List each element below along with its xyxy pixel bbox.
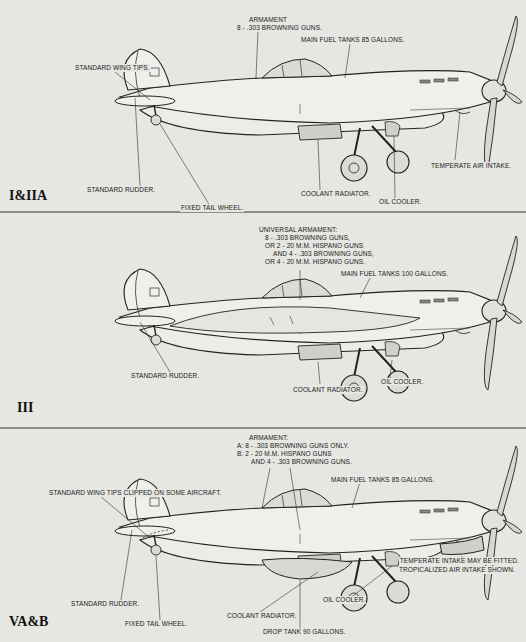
part-label: STANDARD WING TIPS CLIPPED ON SOME AIRCR…: [48, 489, 222, 497]
part-label: DROP TANK 90 GALLONS.: [262, 628, 347, 636]
part-label: TEMPERATE AIR INTAKE.: [430, 162, 512, 170]
part-label: STANDARD RUDDER.: [130, 372, 200, 380]
variant-title: I&IIA: [8, 188, 48, 204]
panel-divider: [0, 212, 526, 213]
part-label: MAIN FUEL TANKS 100 GALLONS.: [340, 270, 449, 278]
part-label: AND 4 - .303 BROWNING GUNS.: [250, 458, 353, 466]
part-label: OIL COOLER.: [322, 596, 366, 604]
part-label: OR 2 - 20 M.M. HISPANO GUNS: [264, 242, 364, 250]
panel-divider: [0, 428, 526, 429]
part-label: FIXED TAIL WHEEL.: [180, 204, 244, 212]
part-label: AND 4 - .303 BROWNING GUNS,: [272, 250, 375, 258]
part-label: ARMAMENT: [248, 16, 288, 24]
spitfire-va-b: [115, 446, 522, 611]
spitfire-iii: [115, 236, 522, 401]
part-label: TEMPERATE INTAKE MAY BE FITTED.: [399, 557, 520, 565]
part-label: MAIN FUEL TANKS 85 GALLONS.: [300, 36, 405, 44]
part-label: OIL COOLER.: [380, 378, 424, 386]
part-label: A: 8 - .303 BROWNING GUNS ONLY.: [236, 442, 350, 450]
variant-title: VA&B: [8, 614, 49, 630]
leader-lines: [100, 30, 462, 628]
part-label: OIL COOLER.: [378, 198, 422, 206]
part-label: ARMAMENT:: [248, 434, 289, 442]
part-label: COOLANT RADIATOR.: [226, 612, 298, 620]
part-label: STANDARD RUDDER.: [86, 186, 156, 194]
part-label: COOLANT RADIATOR.: [300, 190, 372, 198]
part-label: UNIVERSAL ARMAMENT:: [258, 226, 338, 234]
part-label: TROPICALIZED AIR INTAKE SHOWN.: [398, 566, 516, 574]
part-label: 8 - .303 BROWNING GUNS,: [264, 234, 351, 242]
part-label: STANDARD WING TIPS.: [74, 64, 151, 72]
part-label: 8 - .303 BROWNING GUNS.: [236, 24, 323, 32]
part-label: OR 4 - 20 M.M. HISPANO GUNS.: [264, 258, 366, 266]
part-label: MAIN FUEL TANKS 85 GALLONS.: [330, 476, 435, 484]
part-label: COOLANT RADIATOR.: [292, 386, 364, 394]
variant-title: III: [16, 400, 34, 416]
part-label: STANDARD RUDDER.: [70, 600, 140, 608]
part-label: FIXED TAIL WHEEL.: [124, 620, 188, 628]
part-label: B: 2 - 20 M.M. HISPANO GUNS: [236, 450, 333, 458]
